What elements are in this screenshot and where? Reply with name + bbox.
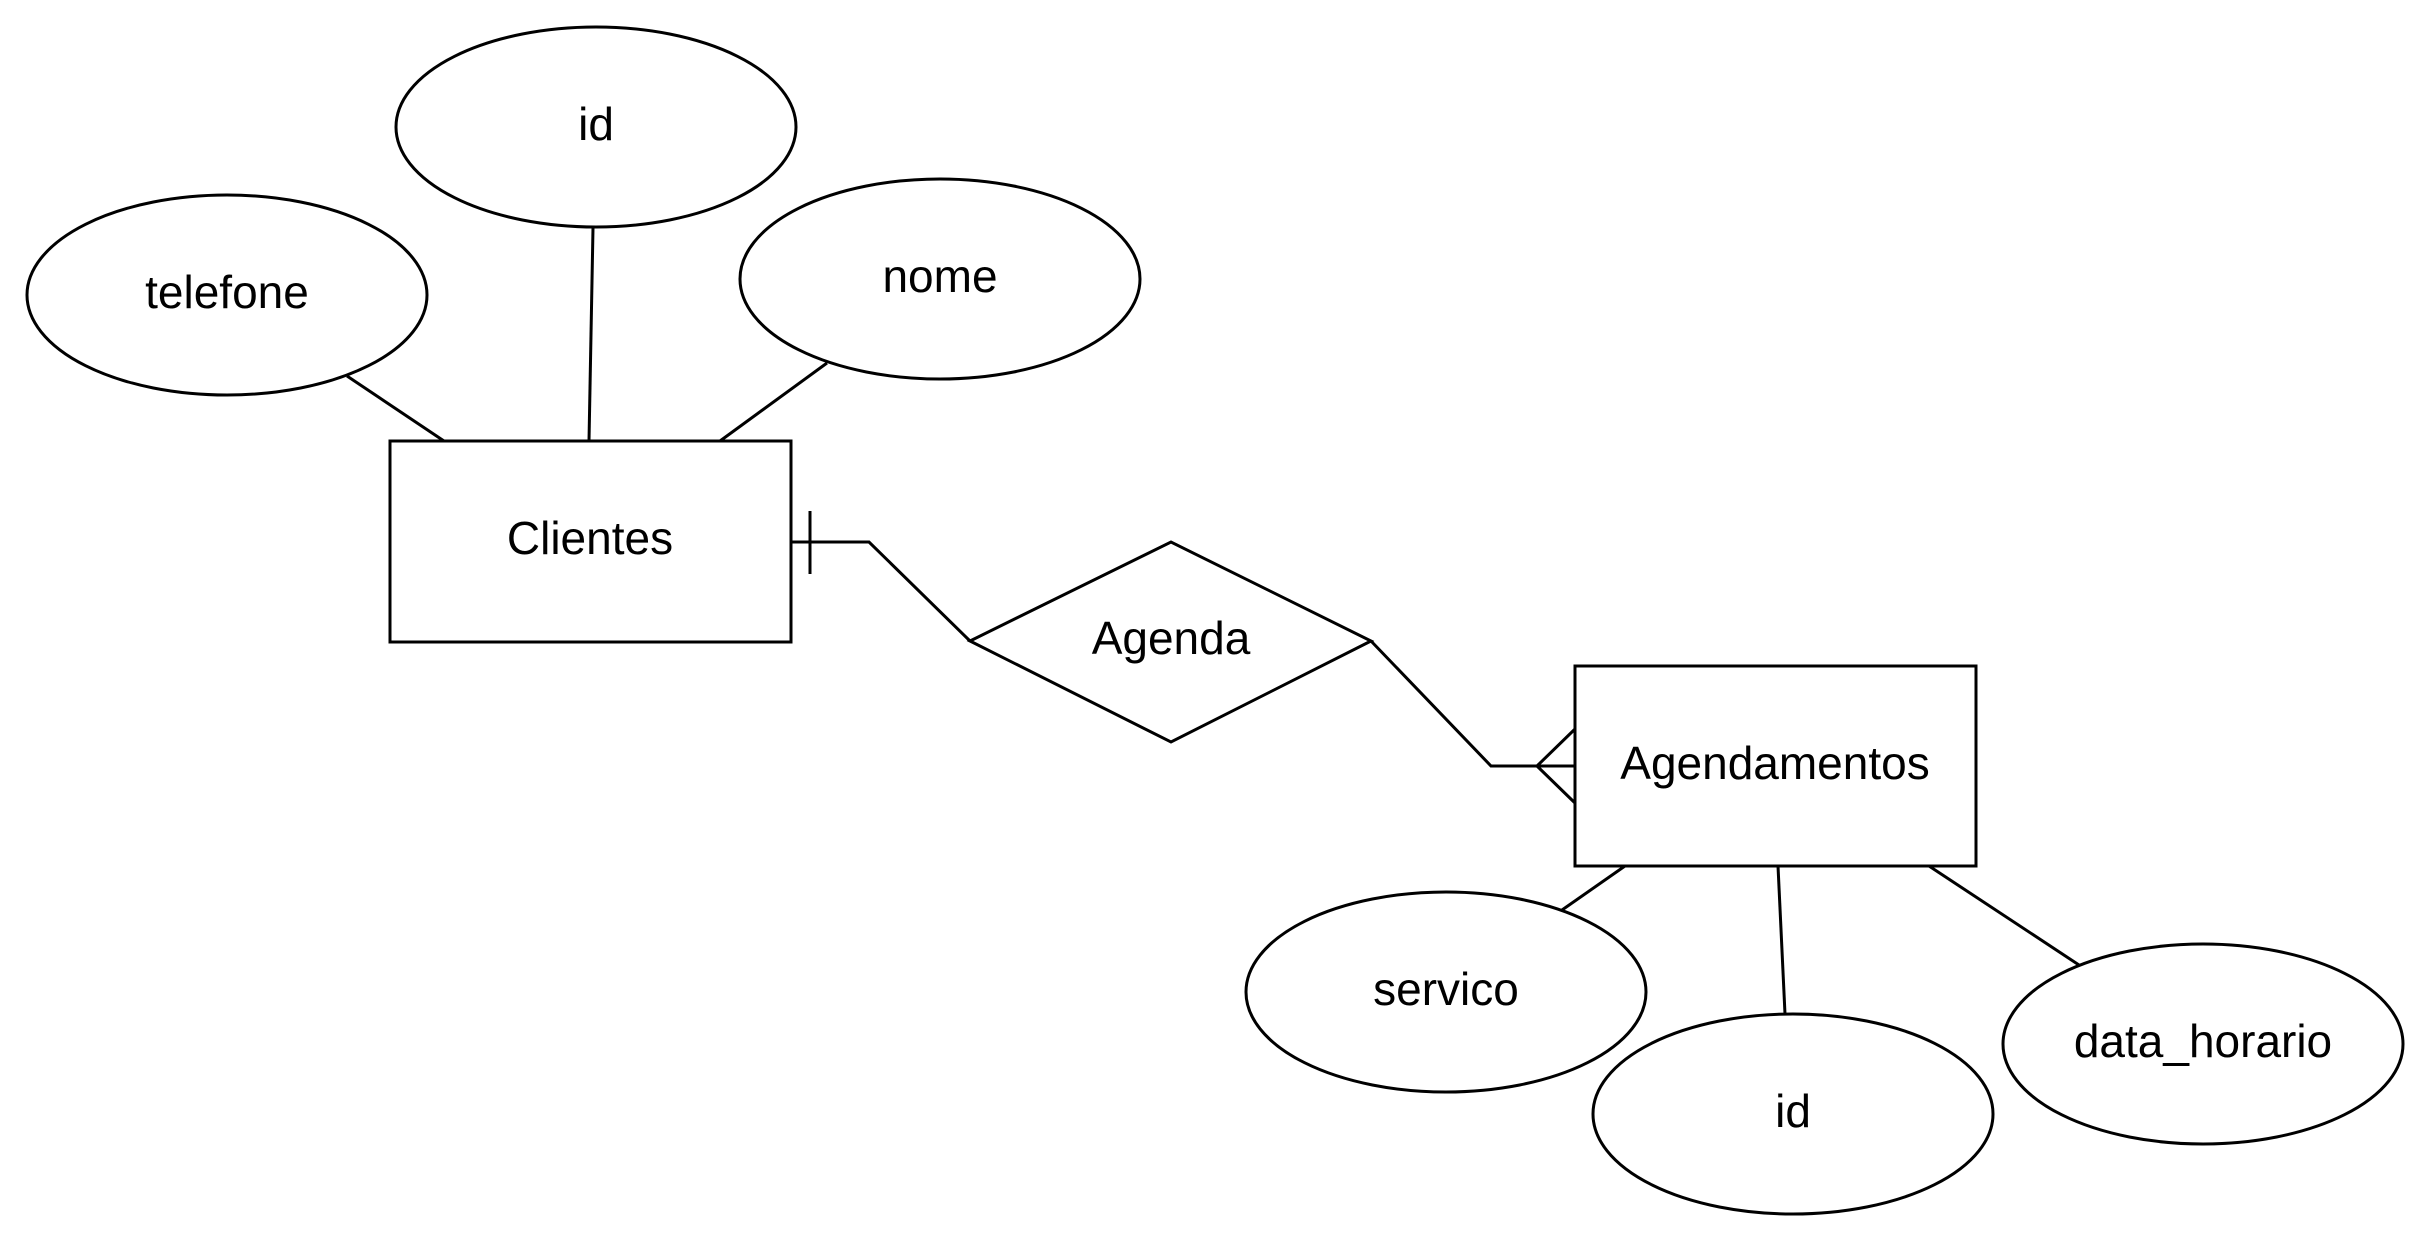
entity-agendamentos-label: Agendamentos <box>1620 737 1929 789</box>
attribute-agendamentos-data-horario-label: data_horario <box>2074 1015 2332 1067</box>
cardinality-many-marker <box>1535 727 1577 805</box>
connector-id-clientes <box>587 227 595 442</box>
attribute-connectors <box>346 227 2080 1015</box>
relationship-agenda-label: Agenda <box>1092 612 1251 664</box>
connector-data-horario-agendamentos <box>1928 864 2080 967</box>
attribute-clientes-id-label: id <box>578 98 614 150</box>
connector-telefone-clientes <box>346 374 445 443</box>
attribute-clientes-id[interactable]: id <box>394 25 798 229</box>
connector-nome-clientes <box>719 361 828 443</box>
relationship-agenda[interactable]: Agenda <box>966 540 1375 744</box>
entity-clientes-label: Clientes <box>507 512 673 564</box>
connector-servico-agendamentos <box>1561 864 1626 912</box>
entity-clientes[interactable]: Clientes <box>388 439 793 644</box>
attribute-agendamentos-id-label: id <box>1775 1085 1811 1137</box>
connector-id-agendamentos <box>1776 865 1787 1015</box>
connector-clientes-agenda <box>791 540 972 643</box>
attribute-agendamentos-servico[interactable]: servico <box>1244 890 1648 1094</box>
attribute-clientes-nome[interactable]: nome <box>738 177 1142 381</box>
attribute-agendamentos-id[interactable]: id <box>1591 1012 1995 1216</box>
attribute-clientes-telefone[interactable]: telefone <box>25 193 429 397</box>
attribute-clientes-nome-label: nome <box>882 250 997 302</box>
entity-agendamentos[interactable]: Agendamentos <box>1573 664 1978 868</box>
attribute-agendamentos-servico-label: servico <box>1373 963 1519 1015</box>
connector-agenda-agendamentos <box>1369 639 1575 768</box>
attribute-clientes-telefone-label: telefone <box>145 266 309 318</box>
attribute-agendamentos-data-horario[interactable]: data_horario <box>2001 942 2405 1146</box>
relationship-connectors <box>791 540 1575 768</box>
